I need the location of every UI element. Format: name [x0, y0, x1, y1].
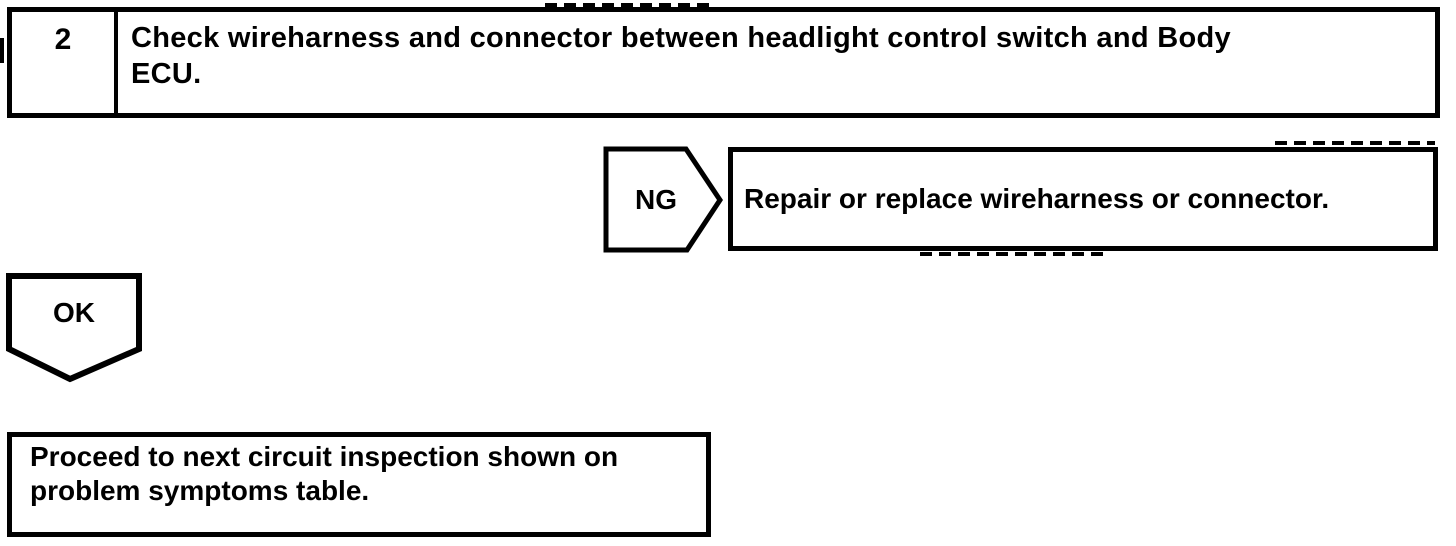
- ng-action-text: Repair or replace wireharness or connect…: [744, 183, 1330, 214]
- step-instruction-line-2: ECU.: [131, 58, 202, 90]
- ok-action-line-1: Proceed to next circuit inspection shown…: [30, 441, 619, 472]
- step-instruction-line-1: Check wireharness and connector between …: [131, 22, 1231, 54]
- ok-action-box: Proceed to next circuit inspection shown…: [7, 432, 711, 537]
- scan-artifact: [545, 3, 710, 7]
- scan-artifact: [0, 38, 4, 63]
- scan-artifact: [920, 252, 1110, 256]
- ng-action-box: Repair or replace wireharness or connect…: [728, 147, 1438, 251]
- scan-artifact: [1275, 141, 1435, 145]
- ok-label: OK: [53, 296, 95, 328]
- ok-action-line-2: problem symptoms table.: [30, 475, 370, 506]
- step-number: 2: [12, 12, 118, 113]
- step-box: 2 Check wireharness and connector betwee…: [7, 7, 1440, 118]
- ng-label: NG: [635, 183, 677, 215]
- step-instruction: Check wireharness and connector between …: [118, 12, 1435, 113]
